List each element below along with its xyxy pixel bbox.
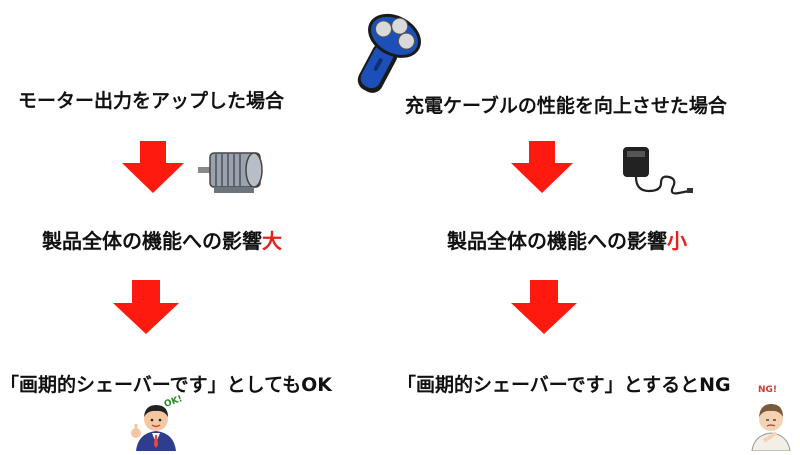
left-arrow-2 [113, 280, 179, 334]
right-impact-label: 製品全体の機能への影響小 [447, 225, 687, 254]
ng-badge-text: NG! [758, 385, 778, 395]
impact-level-large: 大 [262, 229, 282, 253]
impact-level-small: 小 [667, 229, 687, 253]
left-impact-label: 製品全体の機能への影響大 [42, 225, 282, 254]
right-condition-label: 充電ケーブルの性能を向上させた場合 [405, 95, 727, 117]
left-arrow-1 [122, 141, 184, 193]
motor-icon [196, 145, 268, 195]
right-arrow-1 [511, 141, 573, 193]
charger-cable-icon [621, 145, 693, 203]
electric-shaver-icon [350, 8, 422, 100]
right-result-label: 「画期的シェーバーです」とするとNG [397, 374, 731, 396]
left-condition-label: モーター出力をアップした場合 [18, 90, 285, 112]
left-result-label: 「画期的シェーバーです」としてもOK [0, 374, 333, 396]
impact-prefix-text: 製品全体の機能への影響 [42, 229, 262, 253]
impact-prefix-text: 製品全体の機能への影響 [447, 229, 667, 253]
ok-businessman-icon: OK! [128, 394, 184, 451]
right-arrow-2 [511, 280, 577, 334]
ng-person-icon: NG! [746, 385, 796, 451]
